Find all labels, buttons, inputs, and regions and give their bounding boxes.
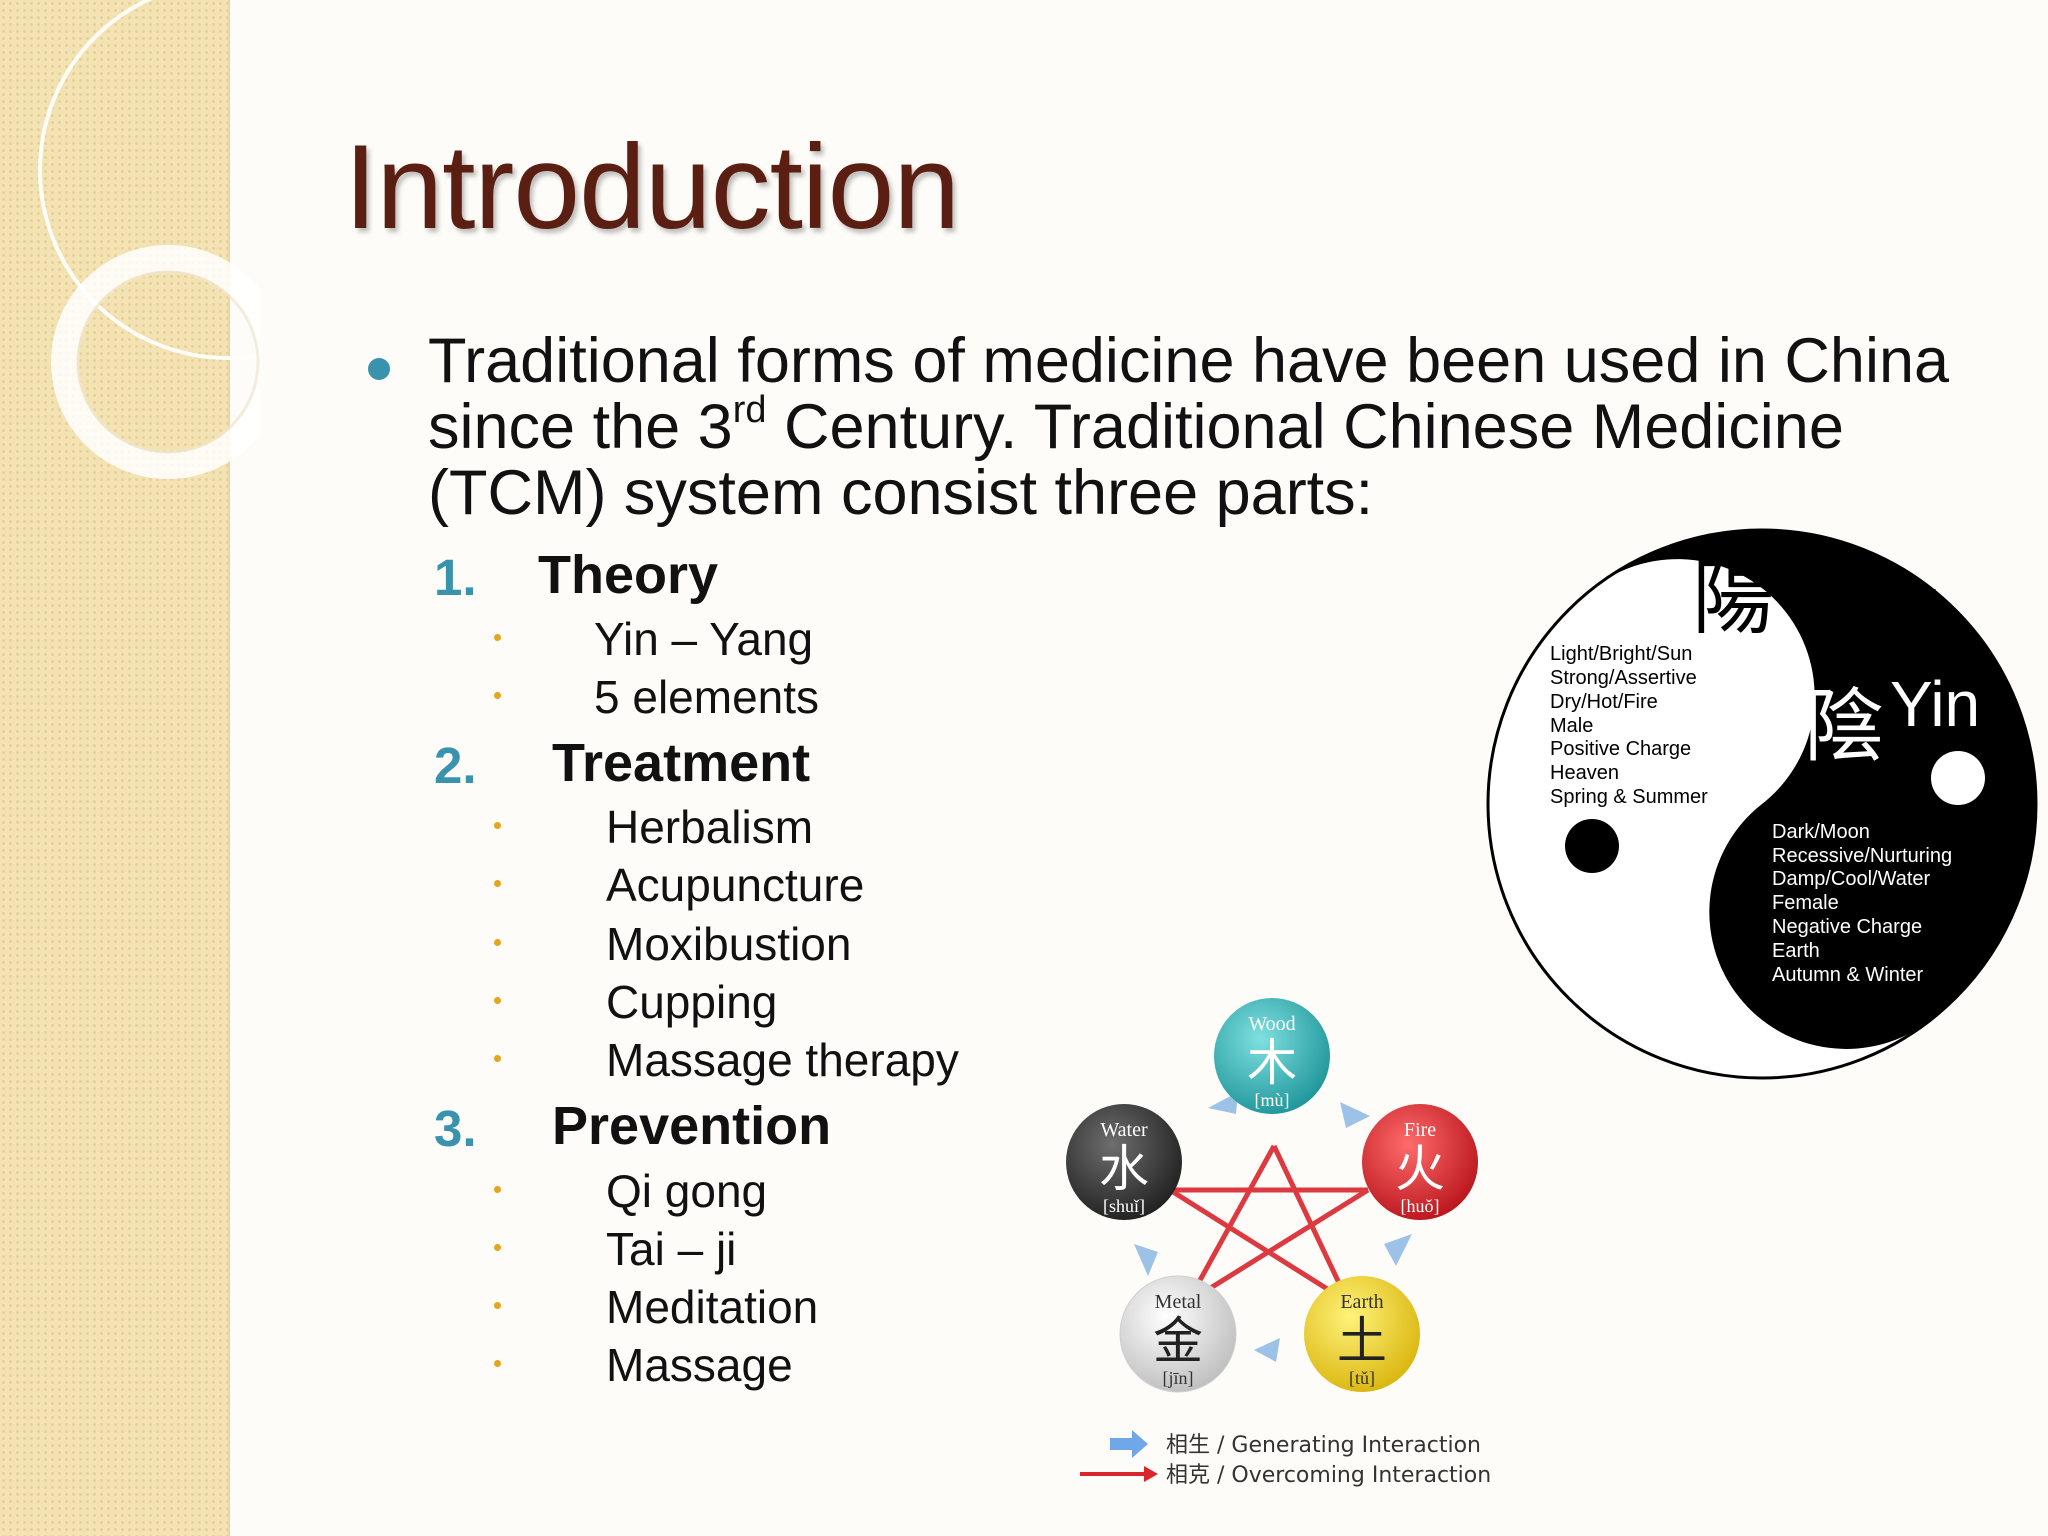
- section-heading-prevention: Prevention: [552, 1096, 832, 1156]
- metal-name: Metal: [1155, 1291, 1202, 1313]
- sub-bullet-dot: [494, 1302, 501, 1309]
- section-number-treatment: 2.: [434, 737, 477, 794]
- sub-bullet-dot: [494, 1244, 501, 1251]
- yin-trait: Dark/Moon: [1772, 821, 1870, 843]
- yin-half: [1593, 530, 2036, 1049]
- wood-char: 木: [1247, 1034, 1297, 1092]
- yin-trait: Recessive/Nurturing: [1772, 845, 1952, 867]
- list-item: Moxibustion: [606, 918, 852, 970]
- legend-generating: 相生 / Generating Interaction: [1166, 1433, 1481, 1458]
- earth-pinyin: [tǔ]: [1349, 1368, 1375, 1388]
- earth-name: Earth: [1340, 1291, 1383, 1313]
- wood-pinyin: [mù]: [1255, 1090, 1290, 1110]
- legend-overcoming: 相克 / Overcoming Interaction: [1166, 1463, 1491, 1488]
- fire-char: 火: [1395, 1140, 1445, 1198]
- yang-trait: Light/Bright/Sun: [1550, 643, 1692, 665]
- yin-eye: [1931, 751, 1985, 805]
- yin-yang-diagram: 陽 Yang 陰 Yin Light/Bright/Sun Strong/Ass…: [1486, 528, 2038, 1080]
- sub-bullet-dot: [494, 692, 501, 699]
- list-item: Massage: [606, 1339, 793, 1391]
- yang-character: 陽: [1692, 551, 1774, 646]
- list-item: Qi gong: [606, 1165, 768, 1217]
- list-item: 5 elements: [594, 671, 820, 723]
- wood-name: Wood: [1248, 1013, 1295, 1035]
- slide-title: Introduction: [344, 120, 960, 254]
- water-pinyin: [shuǐ]: [1103, 1196, 1145, 1216]
- yang-trait: Dry/Hot/Fire: [1550, 691, 1658, 713]
- yang-trait: Spring & Summer: [1550, 786, 1708, 808]
- fire-pinyin: [huǒ]: [1401, 1196, 1440, 1216]
- generating-arrow-icon: [1110, 1430, 1148, 1458]
- list-item: Herbalism: [606, 801, 814, 853]
- list-item: Massage therapy: [606, 1034, 959, 1086]
- sub-bullet-dot: [494, 822, 501, 829]
- generating-arrows: [1134, 1092, 1412, 1362]
- sub-bullet-dot: [494, 997, 501, 1004]
- yin-character: 陰: [1804, 680, 1884, 773]
- section-number-prevention: 3.: [434, 1100, 477, 1157]
- intro-text-2: Century. Traditional Chinese Medicine (T…: [428, 392, 1844, 528]
- fire-name: Fire: [1404, 1119, 1436, 1141]
- earth-char: 土: [1337, 1312, 1387, 1370]
- yang-trait: Heaven: [1550, 762, 1619, 784]
- yin-trait: Negative Charge: [1772, 916, 1922, 938]
- list-item: Meditation: [606, 1281, 819, 1333]
- sub-bullet-dot: [494, 880, 501, 887]
- section-heading-treatment: Treatment: [552, 733, 811, 793]
- yang-eye: [1565, 819, 1619, 873]
- sub-bullet-dot: [494, 939, 501, 946]
- sub-bullet-dot: [494, 1055, 501, 1062]
- sub-bullet-dot: [494, 1360, 501, 1367]
- section-number-theory: 1.: [434, 549, 477, 606]
- list-item: Cupping: [606, 976, 778, 1028]
- list-item: Yin – Yang: [594, 613, 814, 665]
- sub-bullet-dot: [494, 634, 501, 641]
- section-heading-theory: Theory: [538, 545, 719, 605]
- bullet-dot: [368, 358, 390, 380]
- decorative-rings: [38, 0, 260, 479]
- five-elements-diagram: Wood 木 [mù] Fire 火 [huǒ] Water 水 [shuǐ] …: [1066, 998, 1491, 1488]
- yang-label: Yang: [1782, 563, 1940, 641]
- intro-text-1: Traditional forms of medicine have been …: [428, 326, 1950, 462]
- water-name: Water: [1100, 1119, 1148, 1141]
- yin-trait: Female: [1772, 892, 1839, 914]
- yang-trait: Positive Charge: [1550, 738, 1691, 760]
- yin-label: Yin: [1890, 668, 1980, 740]
- overcoming-arrow-icon: [1144, 1466, 1158, 1482]
- yin-trait: Earth: [1772, 940, 1820, 962]
- intro-paragraph: Traditional forms of medicine have been …: [428, 328, 1958, 526]
- overcoming-star: [1168, 1144, 1370, 1305]
- yin-trait: Damp/Cool/Water: [1772, 868, 1931, 890]
- sub-bullet-dot: [494, 1186, 501, 1193]
- list-item: Acupuncture: [606, 859, 865, 911]
- yang-trait: Male: [1550, 715, 1593, 737]
- metal-pinyin: [jīn]: [1163, 1368, 1194, 1388]
- metal-char: 金: [1153, 1312, 1203, 1370]
- list-item: Tai – ji: [606, 1223, 737, 1275]
- water-char: 水: [1099, 1140, 1149, 1198]
- intro-superscript: rd: [732, 389, 767, 431]
- yin-trait: Autumn & Winter: [1772, 964, 1924, 986]
- yang-trait: Strong/Assertive: [1550, 667, 1697, 689]
